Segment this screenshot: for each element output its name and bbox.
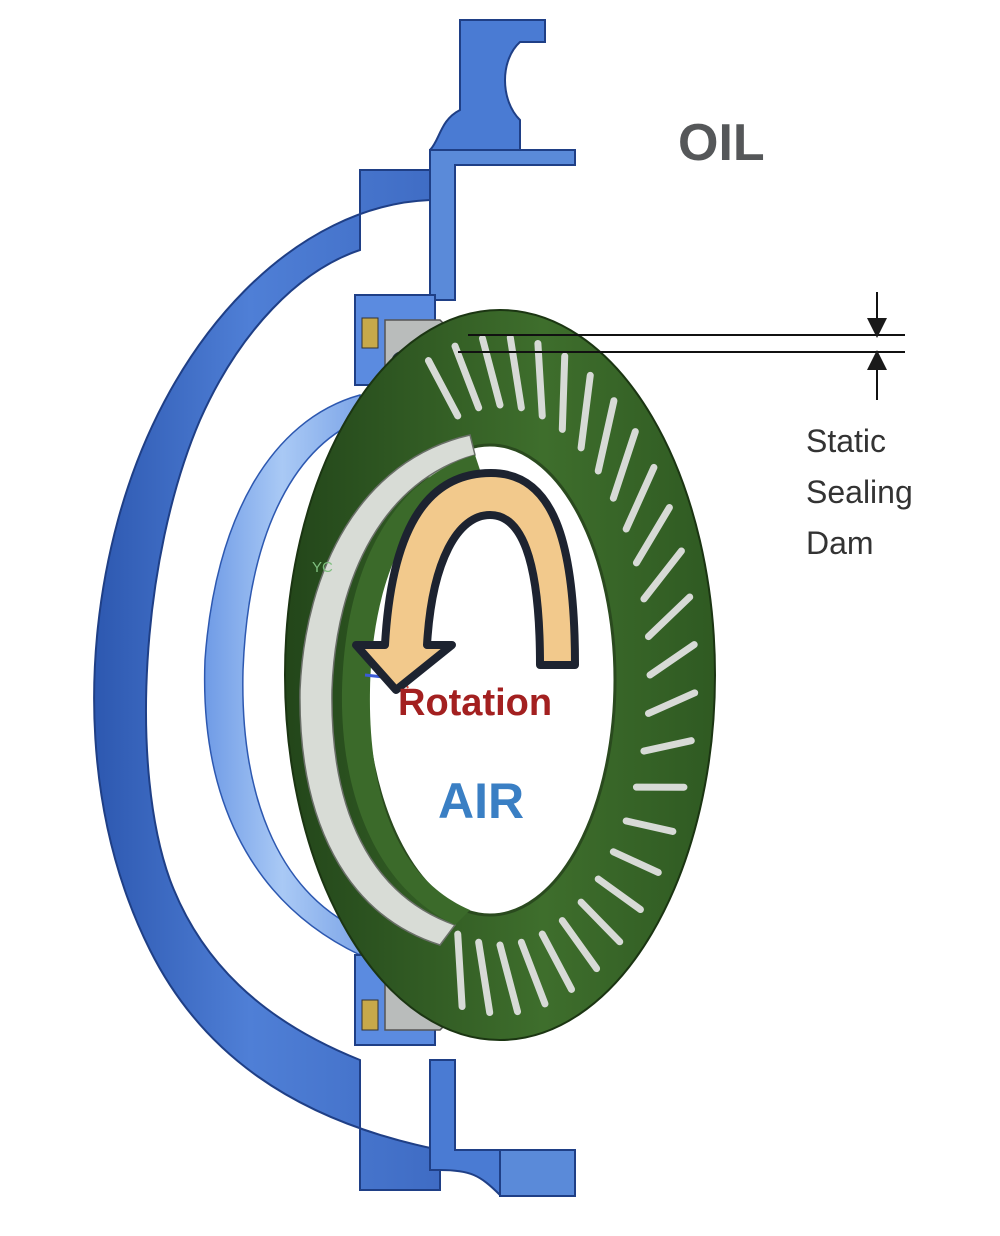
groove <box>577 371 594 452</box>
groove <box>451 342 483 412</box>
seal-ring-inner-band <box>299 434 476 946</box>
groove <box>475 938 494 1017</box>
groove <box>558 352 569 433</box>
dam-label-line-2: Sealing <box>806 474 913 510</box>
groove <box>558 917 601 973</box>
dam-label-line-3: Dam <box>806 525 874 561</box>
groove <box>506 333 525 412</box>
housing-top-collar <box>429 149 576 301</box>
groove <box>577 898 624 946</box>
axis-mark-label: YC <box>312 559 333 576</box>
oil-label: OIL <box>678 114 765 172</box>
air-label: AIR <box>438 773 524 829</box>
groove <box>609 428 639 502</box>
groove <box>622 463 658 533</box>
groove <box>640 737 695 755</box>
seal-ring-step <box>341 455 480 925</box>
groove <box>594 875 644 914</box>
housing-bottom-collar <box>499 1149 576 1197</box>
groove <box>622 817 677 835</box>
seal-ring: YC <box>284 309 716 1041</box>
groove <box>646 641 698 679</box>
rotation-arrow-icon <box>352 469 579 694</box>
groove <box>644 689 699 717</box>
groove <box>632 504 673 567</box>
upper-spring <box>361 317 379 349</box>
groove <box>594 397 618 475</box>
groove <box>609 848 662 876</box>
groove <box>454 930 466 1011</box>
groove <box>517 938 549 1008</box>
groove <box>640 547 685 603</box>
lower-spring <box>361 999 379 1031</box>
groove <box>424 357 462 420</box>
rotation-label: Rotation <box>398 682 552 724</box>
hydrodynamic-grooves <box>424 333 699 1017</box>
groove <box>534 339 546 420</box>
groove <box>538 930 576 993</box>
dam-label-line-1: Static <box>806 423 886 459</box>
groove <box>644 593 694 641</box>
static-sealing-dam-dimension: Static Sealing Dam <box>458 292 913 561</box>
housing-shell <box>93 169 441 1191</box>
housing-top-flange <box>429 19 546 200</box>
groove <box>478 334 504 409</box>
groove <box>496 941 522 1016</box>
